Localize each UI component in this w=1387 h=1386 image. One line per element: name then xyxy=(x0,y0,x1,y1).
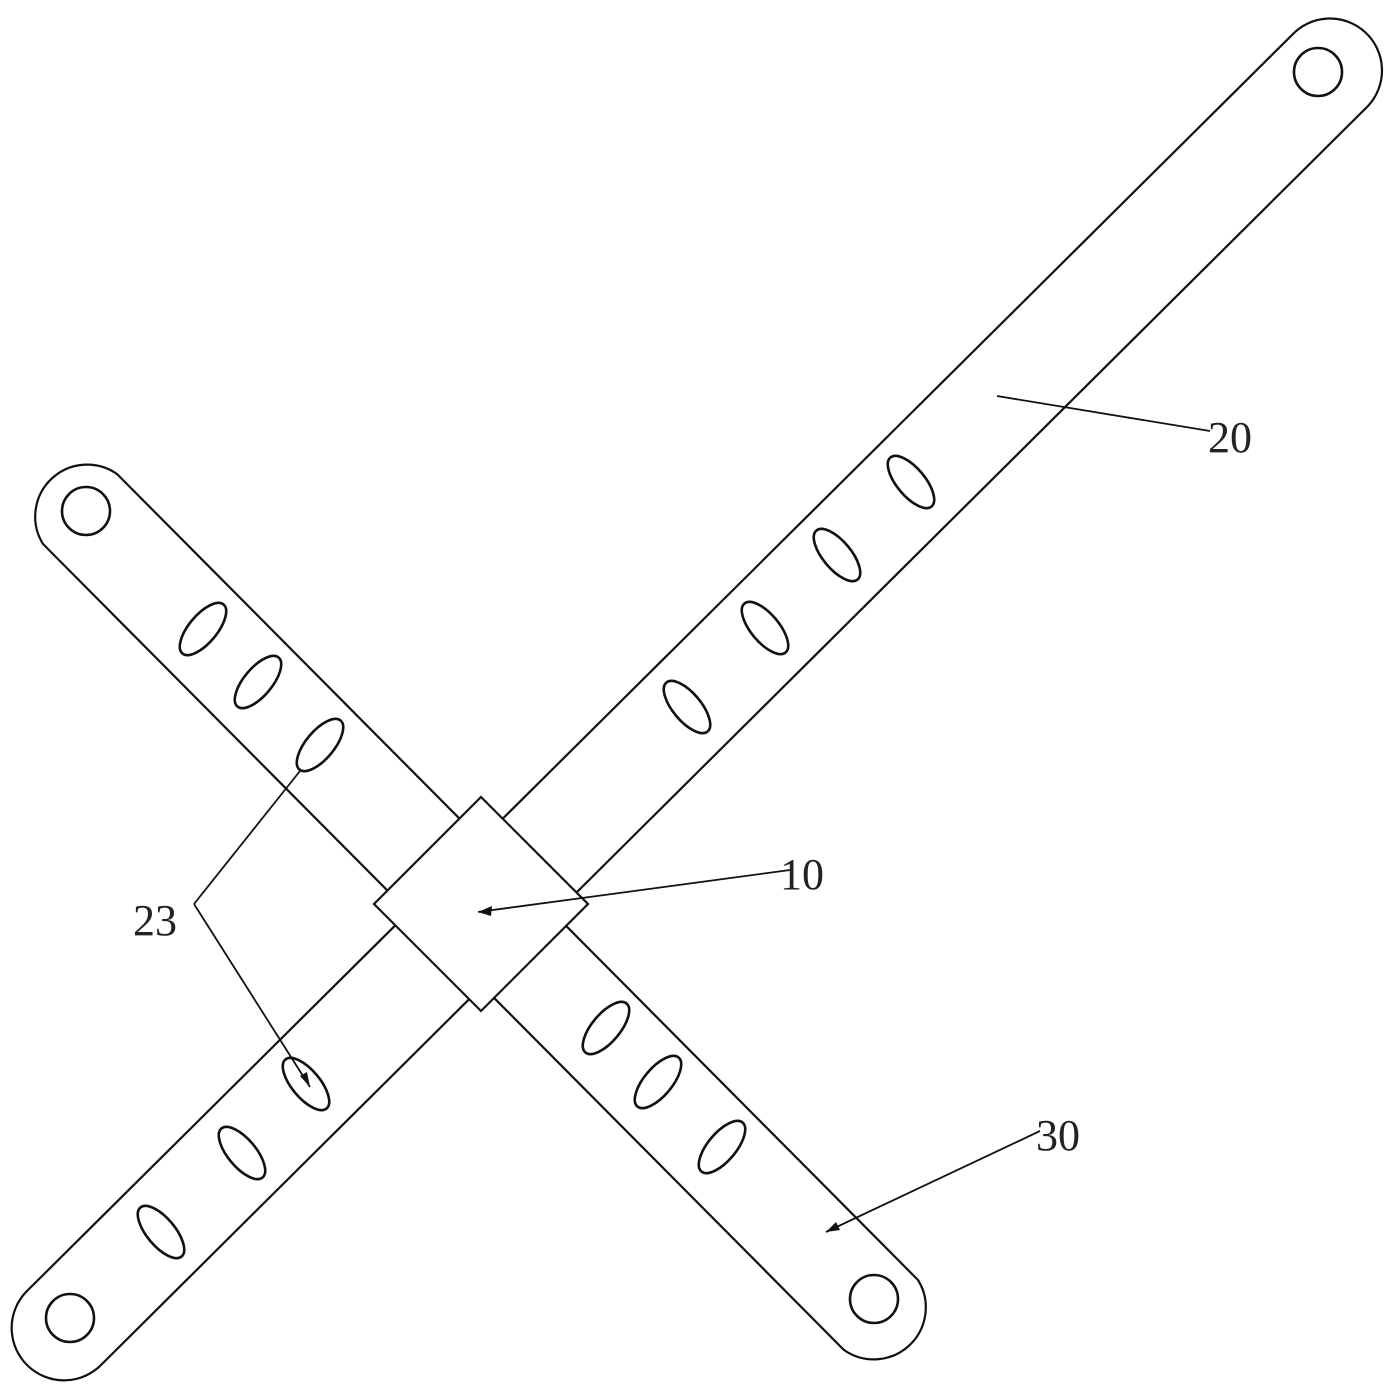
bar-20-end-hole-bottom xyxy=(44,1292,96,1344)
leader-line-10 xyxy=(477,869,791,913)
bar-20 xyxy=(10,17,1384,1382)
bar-30-slot xyxy=(581,1000,631,1056)
bar-30-end-hole-top xyxy=(60,485,112,537)
bar-20-slot xyxy=(136,1204,186,1260)
bar-30-slot xyxy=(178,601,228,657)
label-10: 10 xyxy=(780,850,824,899)
leader-line-30 xyxy=(825,1130,1041,1233)
bar-20-end-hole-top xyxy=(1292,46,1344,98)
bar-20-slot xyxy=(281,1056,331,1112)
bar-20-slot xyxy=(812,527,862,583)
label-23: 23 xyxy=(133,896,177,945)
bar-20-slot xyxy=(217,1125,267,1181)
bar-30-slot xyxy=(633,1054,683,1110)
bar-20-slot xyxy=(886,454,936,510)
arrowhead-23 xyxy=(300,1072,310,1087)
arrowhead-10 xyxy=(478,906,492,916)
label-30: 30 xyxy=(1036,1111,1080,1160)
arrowhead-30 xyxy=(826,1222,840,1232)
leader-line-23-upper xyxy=(193,770,301,905)
leader-line-20 xyxy=(996,395,1211,432)
label-20: 20 xyxy=(1208,413,1252,462)
bar-20-slot xyxy=(740,600,790,656)
bar-20-slot xyxy=(662,679,712,735)
center-block-10 xyxy=(372,795,590,1013)
bar-30-slot xyxy=(295,717,345,773)
leader-line-23-lower xyxy=(193,903,311,1088)
bar-30-slot xyxy=(697,1119,747,1175)
bar-30-end-hole-bottom xyxy=(848,1273,900,1325)
bar-30-slot xyxy=(233,654,283,710)
